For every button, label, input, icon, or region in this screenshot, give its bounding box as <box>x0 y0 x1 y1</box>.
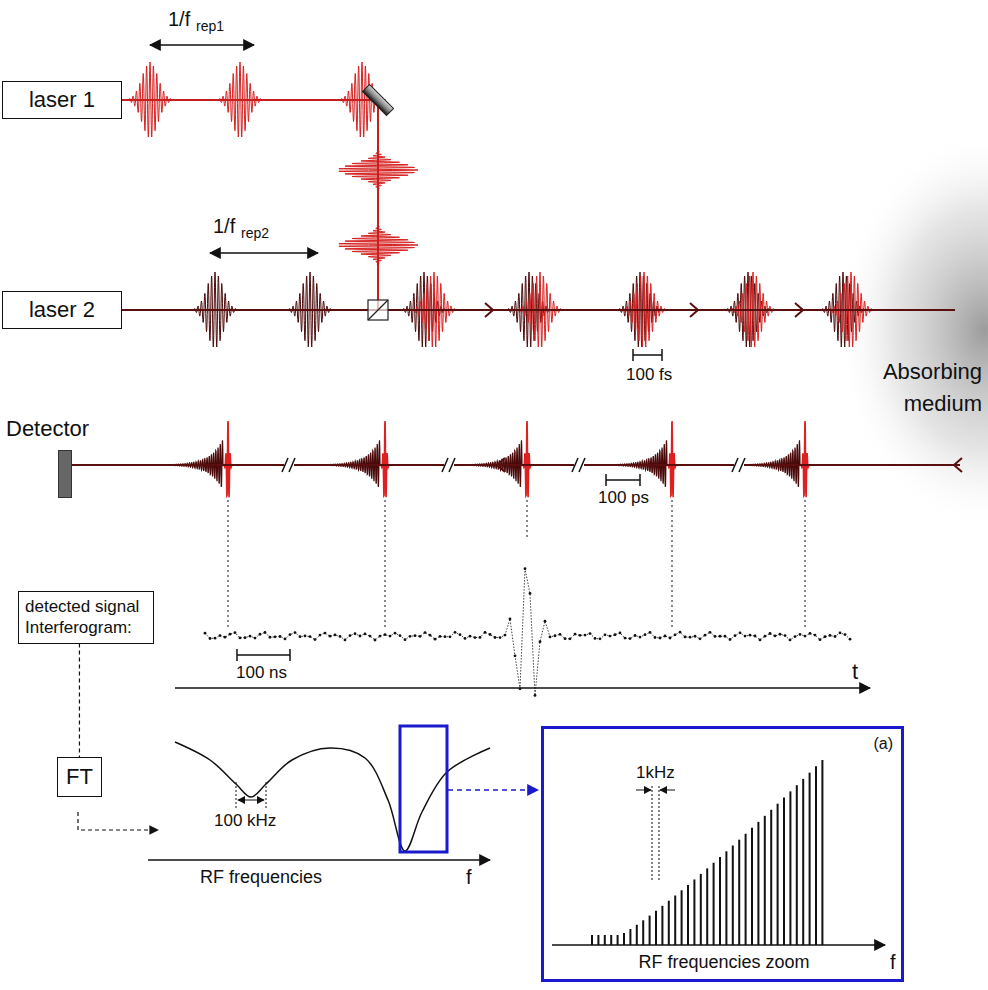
break-marks <box>282 455 745 475</box>
period-label: rep2 <box>241 226 269 241</box>
detector-element <box>58 450 72 498</box>
zoom-box: (a) 1kHz RF frequencies zoom f <box>541 726 904 982</box>
node-text: Detector <box>6 416 89 442</box>
absorption-spectrum <box>175 742 490 851</box>
frequency-axis <box>148 859 490 861</box>
period-label: 1/f <box>168 8 190 30</box>
node-text: (a) <box>873 735 893 753</box>
annotation: Absorbing medium <box>838 356 982 420</box>
annotation: RF frequencies <box>200 868 322 888</box>
signal-label-box: detected signal Interferogram: <box>18 591 154 644</box>
annotation: 100 ns <box>236 664 287 683</box>
absorbing-medium <box>835 130 988 530</box>
detector-node: Detector <box>6 416 124 502</box>
ringdown <box>173 440 223 487</box>
comb-lines <box>592 760 822 945</box>
dashed-connector <box>79 644 80 758</box>
beam-laser1-down <box>377 100 379 310</box>
zoom-arrow <box>448 789 538 791</box>
pulse <box>523 421 531 497</box>
zoom-region <box>400 726 447 852</box>
annotation: 100 kHz <box>214 812 276 831</box>
node-text: f <box>890 951 896 974</box>
annotation: 100 fs <box>626 366 672 385</box>
ringdown <box>330 440 380 487</box>
node-text: FT <box>66 764 93 790</box>
pulse-trains <box>126 62 875 497</box>
pulse <box>381 421 389 497</box>
linewidth-marker <box>236 782 266 808</box>
beam-splitter <box>368 300 388 320</box>
beam-return <box>70 464 960 466</box>
node-text: 1kHz <box>636 763 675 783</box>
pulse <box>224 421 232 497</box>
annotation: t <box>852 660 858 684</box>
period-label: 1/f <box>213 215 235 237</box>
node-text: laser 1 <box>13 87 111 113</box>
ringdown <box>472 440 522 487</box>
ft-box: FT <box>57 757 102 797</box>
node-text: RF frequencies zoom <box>604 952 844 973</box>
zoom-axis <box>552 944 885 946</box>
direction-chevrons <box>485 303 962 472</box>
pulse <box>668 421 676 497</box>
annotation: f <box>466 866 472 888</box>
period-label: rep1 <box>196 19 224 34</box>
period-arrow <box>150 44 254 46</box>
node-text: detected signal Interferogram: <box>25 596 147 639</box>
ringdown <box>750 440 800 487</box>
interferogram <box>204 567 852 697</box>
ft-output-arrow <box>78 812 158 830</box>
time-axis <box>175 687 870 689</box>
scale-bars <box>237 349 662 661</box>
annotation: 100 ps <box>598 489 649 508</box>
beam-laser2 <box>122 309 955 311</box>
laser-box: laser 2 <box>2 291 122 329</box>
beam-laser1 <box>122 99 378 101</box>
spacing-marker <box>636 786 675 880</box>
projection-lines <box>228 500 805 628</box>
laser-box: laser 1 <box>2 81 122 119</box>
period-arrow <box>210 252 318 254</box>
node-text: laser 2 <box>13 297 111 323</box>
mirror <box>362 84 393 115</box>
pulse <box>801 421 809 497</box>
